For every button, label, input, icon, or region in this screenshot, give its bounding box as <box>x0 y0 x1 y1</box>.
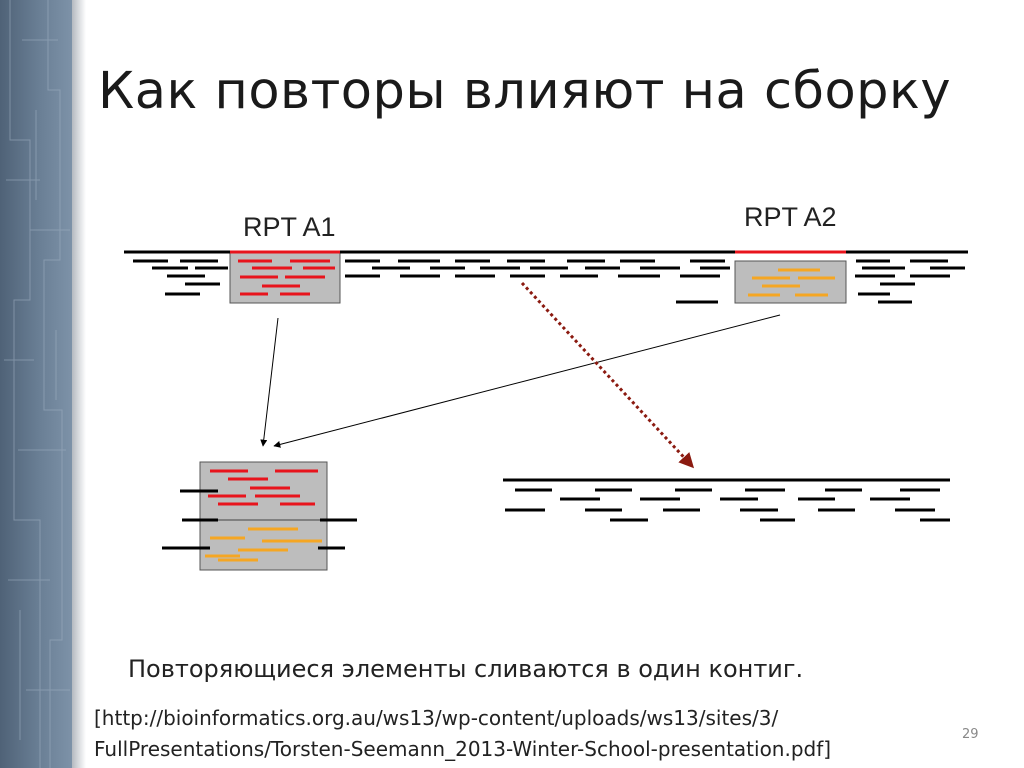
collapsed-orange-reads <box>205 527 322 562</box>
contig-reads <box>505 488 950 522</box>
repeat-a1-reads <box>238 259 335 296</box>
page-number: 29 <box>962 727 979 742</box>
slide-caption: Повторяющиеся элементы сливаются в один … <box>128 655 804 683</box>
repeat-assembly-diagram: RPT A1 RPT A2 <box>124 202 968 571</box>
sidebar-decoration <box>0 0 72 768</box>
reference-line-1: [http://bioinformatics.org.au/ws13/wp-co… <box>94 706 779 730</box>
circuit-pattern <box>4 0 70 768</box>
repeat-a2-label: RPT A2 <box>744 202 837 232</box>
a1-merge-arrow <box>260 317 279 447</box>
a2-merge-arrow <box>273 314 781 448</box>
collapsed-flank-reads <box>162 489 357 550</box>
genome-reads <box>133 259 965 304</box>
contig-dotted-arrow <box>520 281 695 469</box>
repeat-a2-box <box>734 260 847 304</box>
slide-title: Как повторы влияют на сборку <box>98 62 952 121</box>
reference-link[interactable]: [http://bioinformatics.org.au/ws13/wp-co… <box>94 703 831 765</box>
repeat-a2-reads <box>748 268 835 297</box>
sidebar-shadow <box>72 0 86 768</box>
repeat-a1-label: RPT A1 <box>243 212 336 242</box>
collapsed-red-reads <box>208 469 318 506</box>
reference-line-2: FullPresentations/Torsten-Seemann_2013-W… <box>94 737 832 761</box>
